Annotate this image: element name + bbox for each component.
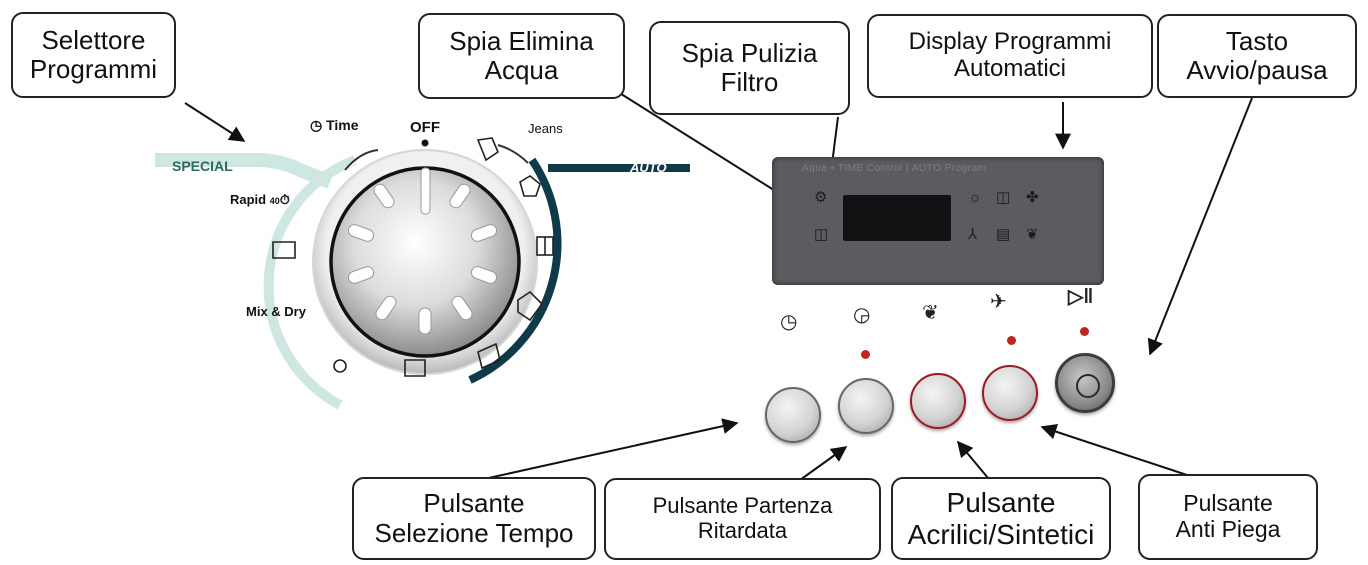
anti-crease-button[interactable] bbox=[982, 365, 1038, 421]
rapid-text: Rapid bbox=[230, 192, 267, 207]
leaf-small-icon: ❦ bbox=[1026, 226, 1039, 243]
acrylic-synthetic-button[interactable] bbox=[910, 373, 966, 429]
clock-icon: ◷ bbox=[780, 311, 798, 333]
callout-spia-elimina-acqua: Spia Elimina Acqua bbox=[418, 13, 625, 99]
mix-dry-label: Mix & Dry bbox=[246, 304, 306, 319]
filter-cleaning-led-icon: ⚙ bbox=[814, 189, 828, 206]
off-label: OFF bbox=[410, 119, 440, 136]
auto-label: AUTO bbox=[630, 160, 667, 175]
program-symbol-2 bbox=[517, 290, 544, 322]
anti-crease-led bbox=[1007, 336, 1016, 345]
leaf-icon: ❦ bbox=[922, 302, 939, 324]
auto-arc bbox=[468, 157, 562, 384]
callout-pulsante-acrilici: Pulsante Acrilici/Sintetici bbox=[891, 477, 1111, 560]
arrow-pulsante-tempo bbox=[483, 418, 739, 480]
program-symbol-4 bbox=[519, 175, 541, 197]
rapid-clock-icon: ⏱ bbox=[279, 192, 290, 207]
display-header: Aqua • TIME Control | AUTO Program bbox=[802, 163, 987, 174]
program-symbol-5 bbox=[476, 137, 499, 162]
start-pause-symbol bbox=[1076, 374, 1100, 398]
clock-icon: ◷ bbox=[310, 117, 323, 133]
rapid-label: Rapid 40⏱ bbox=[230, 192, 290, 208]
delay-led bbox=[861, 350, 870, 359]
rapid-temp: 40 bbox=[269, 196, 280, 206]
auto-band bbox=[548, 164, 690, 172]
special-band bbox=[155, 153, 333, 189]
program-symbol-3 bbox=[477, 342, 501, 370]
arrow-selettore bbox=[184, 102, 246, 142]
play-pause-icon: ▷‖ bbox=[1068, 286, 1094, 308]
arrow-pulsante-acrilici bbox=[956, 440, 989, 479]
program-symbol-8 bbox=[333, 359, 347, 373]
callout-tasto-avvio: Tasto Avvio/pausa bbox=[1157, 14, 1357, 98]
callout-selettore-programmi: Selettore Programmi bbox=[11, 12, 176, 98]
cotton-icon: ☼ bbox=[968, 189, 982, 206]
program-symbol-7 bbox=[272, 241, 296, 259]
bedding-icon: ▤ bbox=[996, 226, 1011, 243]
arrow-pulsante-antipiega bbox=[1040, 423, 1191, 477]
program-symbol-6 bbox=[404, 359, 426, 377]
time-label: ◷ Time bbox=[310, 117, 359, 134]
start-led bbox=[1080, 327, 1089, 336]
delay-timer-icon: ◶ bbox=[853, 304, 871, 326]
special-arc bbox=[263, 155, 357, 410]
time-select-button[interactable] bbox=[765, 387, 821, 443]
delay-start-button[interactable] bbox=[838, 378, 894, 434]
wardrobe-icon: ◫ bbox=[996, 189, 1011, 206]
time-text: Time bbox=[326, 117, 359, 133]
callout-display-programmi: Display Programmi Automatici bbox=[867, 14, 1153, 98]
callout-pulsante-tempo: Pulsante Selezione Tempo bbox=[352, 477, 596, 560]
person-icon: ⅄ bbox=[968, 226, 978, 243]
callout-pulsante-antipiega: Pulsante Anti Piega bbox=[1138, 474, 1318, 560]
callout-spia-pulizia-filtro: Spia Pulizia Filtro bbox=[649, 21, 850, 115]
anti-crease-icon: ✈ bbox=[990, 291, 1007, 313]
start-pause-button[interactable] bbox=[1055, 353, 1115, 413]
special-label: SPECIAL bbox=[172, 158, 233, 174]
arrow-pulsante-partenza bbox=[799, 446, 848, 481]
drain-water-led-icon: ◫ bbox=[814, 226, 829, 243]
jeans-label: Jeans bbox=[528, 121, 563, 136]
wool-icon: ✤ bbox=[1026, 189, 1039, 206]
auto-program-display: Aqua • TIME Control | AUTO Program ⚙ ◫ ☼… bbox=[772, 157, 1104, 285]
callout-pulsante-partenza: Pulsante Partenza Ritardata bbox=[604, 478, 881, 560]
arrow-tasto-avvio bbox=[1147, 97, 1253, 356]
lcd-screen bbox=[843, 195, 951, 241]
